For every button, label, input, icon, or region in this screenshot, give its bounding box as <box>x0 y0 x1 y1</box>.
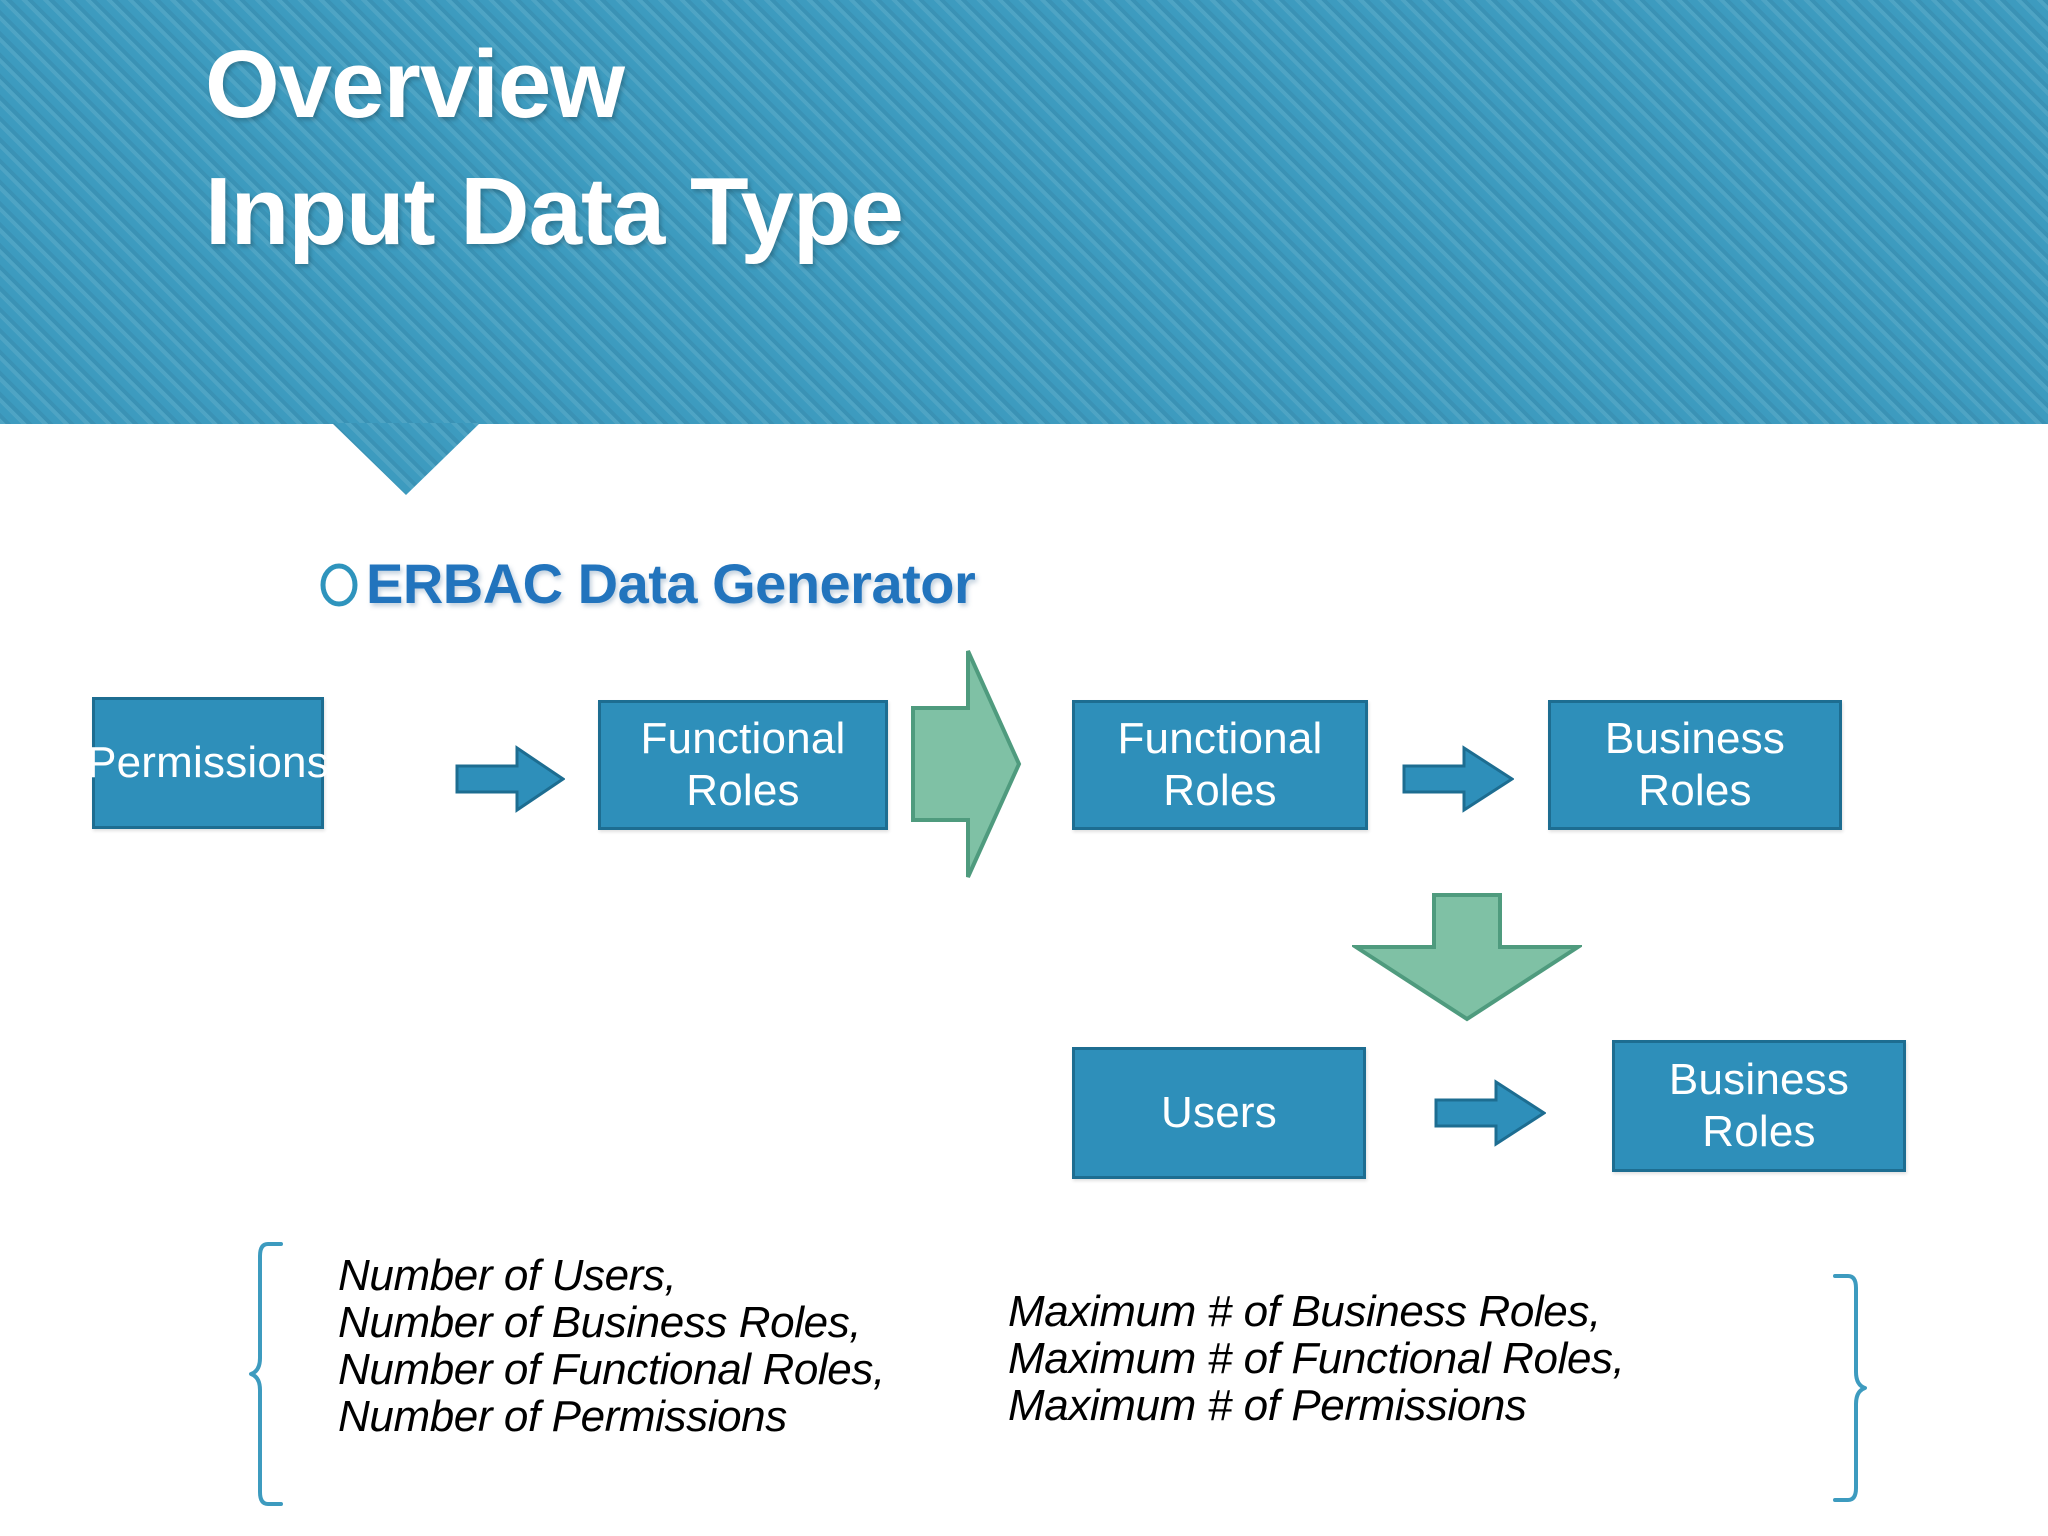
page-title: Overview Input Data Type <box>205 22 1705 275</box>
flow-box-functional-roles-1: Functional Roles <box>598 700 888 830</box>
flow-box-business-roles-2: Business Roles <box>1612 1040 1906 1172</box>
section-heading: ERBAC Data Generator <box>318 551 976 616</box>
flow-box-permissions: Permissions <box>87 697 329 829</box>
title-line-1: Overview <box>205 31 625 138</box>
flow-box-users: Users <box>1072 1047 1366 1179</box>
flow-box-functional-roles-2: Functional Roles <box>1072 700 1368 830</box>
green-down-arrow-icon <box>1352 893 1582 1022</box>
green-right-arrow-icon <box>911 650 1022 878</box>
header-notch-triangle <box>332 423 480 495</box>
ring-bullet-icon <box>320 563 358 606</box>
blue-right-arrow-icon-3 <box>1434 1079 1546 1147</box>
caption-right-text: Maximum # of Business Roles, Maximum # o… <box>1008 1287 1625 1431</box>
flow-box-users-label: Users <box>1161 1088 1277 1138</box>
flow-box-functional-roles-1-label: Functional Roles <box>640 714 846 815</box>
left-curly-brace-icon <box>249 1242 283 1506</box>
flow-box-permissions-label: Permissions <box>87 738 329 788</box>
header-banner <box>0 0 2048 424</box>
section-heading-label: ERBAC Data Generator <box>366 552 976 615</box>
flow-box-business-roles-1-label: Business Roles <box>1604 714 1786 815</box>
flow-box-functional-roles-2-label: Functional Roles <box>1117 714 1323 815</box>
blue-right-arrow-icon-1 <box>455 745 565 813</box>
flow-box-business-roles-2-label: Business Roles <box>1668 1055 1850 1156</box>
flow-box-business-roles-1: Business Roles <box>1548 700 1842 830</box>
right-curly-brace-icon <box>1833 1274 1867 1502</box>
caption-left-text: Number of Users, Number of Business Role… <box>338 1251 885 1442</box>
title-line-2: Input Data Type <box>205 157 904 265</box>
blue-right-arrow-icon-2 <box>1402 745 1514 813</box>
